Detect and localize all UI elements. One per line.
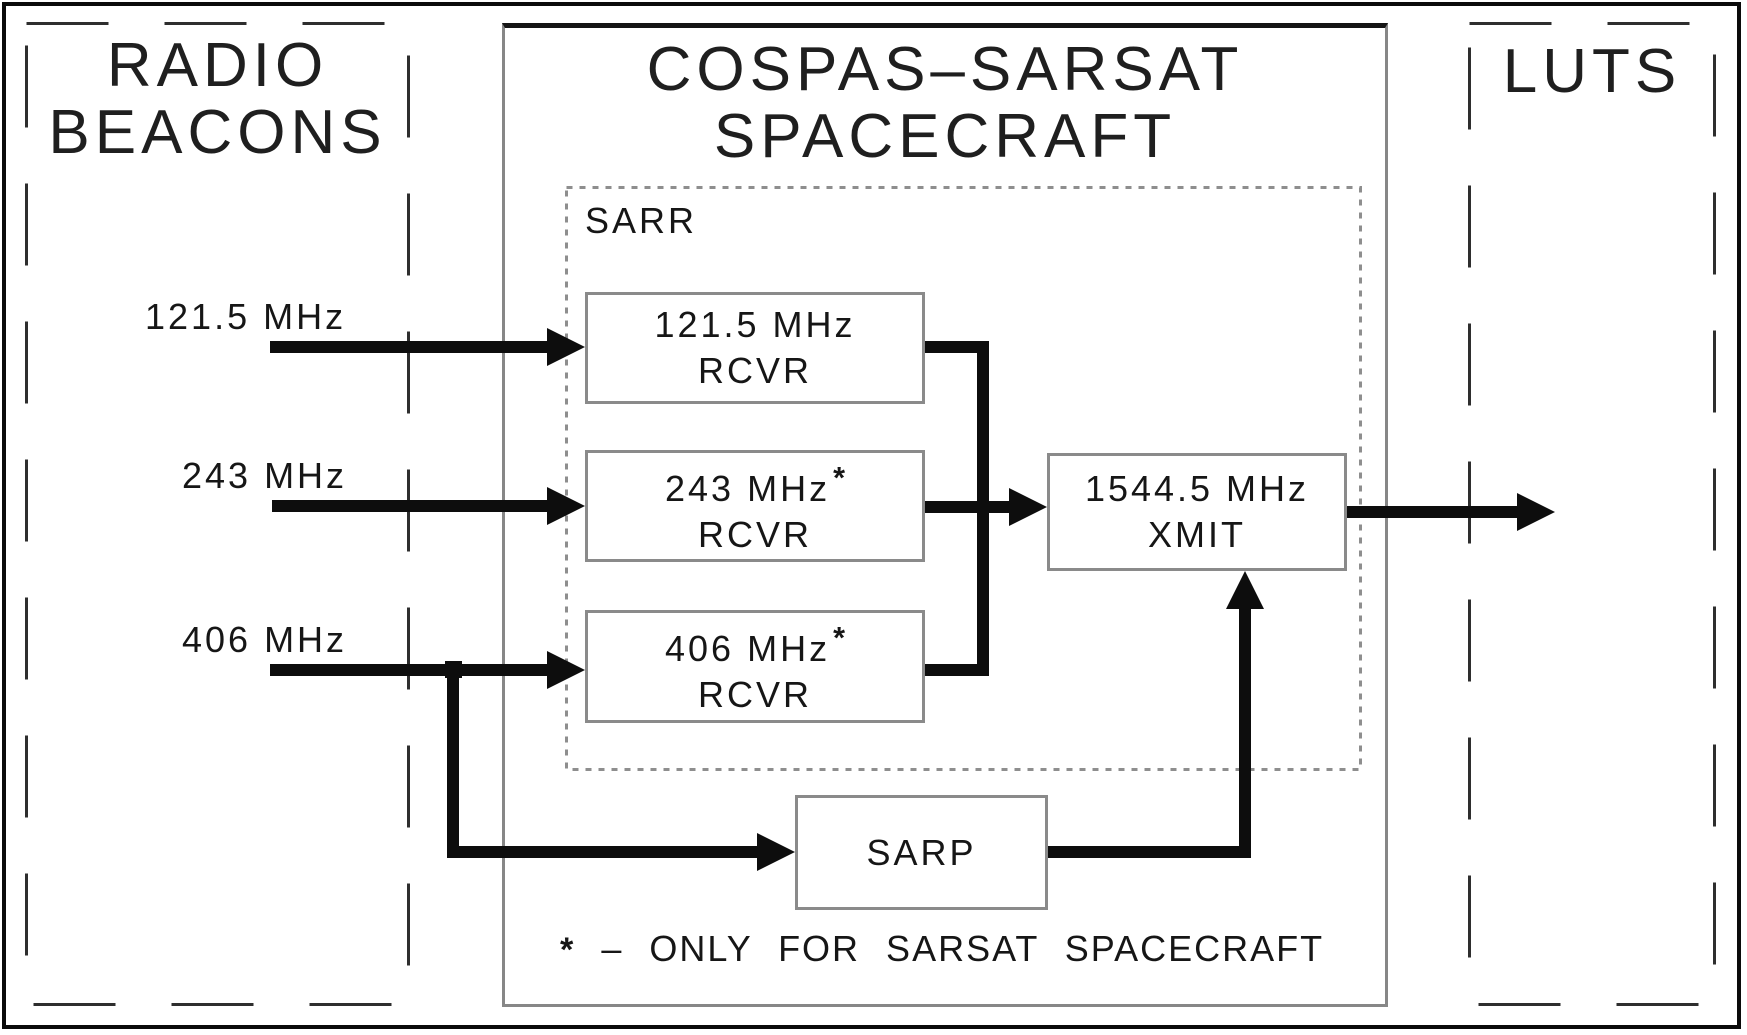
rcvr-243-block: 243 MHz* RCVR xyxy=(585,450,925,562)
xmit-block: 1544.5 MHz XMIT xyxy=(1047,453,1347,571)
signal-label-406: 406 MHz xyxy=(182,619,348,660)
rcvr-406-line2: RCVR xyxy=(697,674,812,715)
sarp-block: SARP xyxy=(795,795,1048,910)
footnote-asterisk: * xyxy=(560,931,576,969)
xmit-line2: XMIT xyxy=(1148,514,1246,555)
arrowhead-input-243 xyxy=(547,487,585,525)
spacecraft-title-line2: SPACECRAFT xyxy=(713,102,1177,171)
wire-input-1215 xyxy=(270,341,552,353)
rcvr-1215-block: 121.5 MHz RCVR xyxy=(585,292,925,404)
radio-beacons-title-line2: BEACONS xyxy=(48,98,387,167)
footnote-text: – ONLY FOR SARSAT SPACECRAFT xyxy=(601,928,1325,969)
rcvr-243-line1: 243 MHz* xyxy=(665,460,845,509)
wire-rcvr406-output xyxy=(925,664,989,676)
luts-title: LUTS xyxy=(1468,38,1716,105)
arrowhead-input-406 xyxy=(547,651,585,689)
arrowhead-input-1215 xyxy=(547,328,585,366)
rcvr-406-asterisk: * xyxy=(833,621,845,655)
radio-beacons-title: RADIO BEACONS xyxy=(25,32,410,166)
arrowhead-luts-input xyxy=(1517,493,1555,531)
wire-input-243 xyxy=(272,500,552,512)
wire-xmit-output xyxy=(1347,506,1517,518)
sarr-dotted-box xyxy=(565,186,1362,771)
wire-sarp-to-xmit-vertical xyxy=(1239,605,1251,858)
arrowhead-sarp-input xyxy=(757,833,795,871)
wire-branch-vertical xyxy=(447,664,459,858)
rcvr-243-line2: RCVR xyxy=(697,513,812,555)
spacecraft-title-line1: COSPAS–SARSAT xyxy=(646,35,1244,104)
radio-beacons-title-line1: RADIO xyxy=(106,31,329,100)
rcvr-1215-line1: 121.5 MHz xyxy=(654,304,856,345)
signal-label-243: 243 MHz xyxy=(182,455,348,496)
luts-title-text: LUTS xyxy=(1502,37,1682,106)
spacecraft-title: COSPAS–SARSAT SPACECRAFT xyxy=(502,36,1388,170)
xmit-line1: 1544.5 MHz xyxy=(1084,468,1310,509)
wire-rcvr1215-output xyxy=(925,341,989,353)
footnote: * – ONLY FOR SARSAT SPACECRAFT xyxy=(560,928,1324,970)
rcvr-243-asterisk: * xyxy=(833,460,845,495)
wire-rcvr243-to-xmit xyxy=(925,501,1009,513)
signal-label-121-5: 121.5 MHz xyxy=(145,296,347,337)
arrowhead-xmit-input xyxy=(1009,488,1047,526)
wire-branch-to-sarp xyxy=(447,846,757,858)
sarr-label: SARR xyxy=(585,200,698,241)
rcvr-406-line1: 406 MHz* xyxy=(665,621,845,669)
wire-sarp-output xyxy=(1048,846,1251,858)
rcvr-1215-line2: RCVR xyxy=(697,350,812,391)
wire-input-406 xyxy=(270,664,552,676)
sarp-label: SARP xyxy=(866,831,977,873)
arrowhead-xmit-bottom-input xyxy=(1226,571,1264,609)
rcvr-406-block: 406 MHz* RCVR xyxy=(585,610,925,723)
radio-beacons-dashed-box xyxy=(25,22,410,1006)
